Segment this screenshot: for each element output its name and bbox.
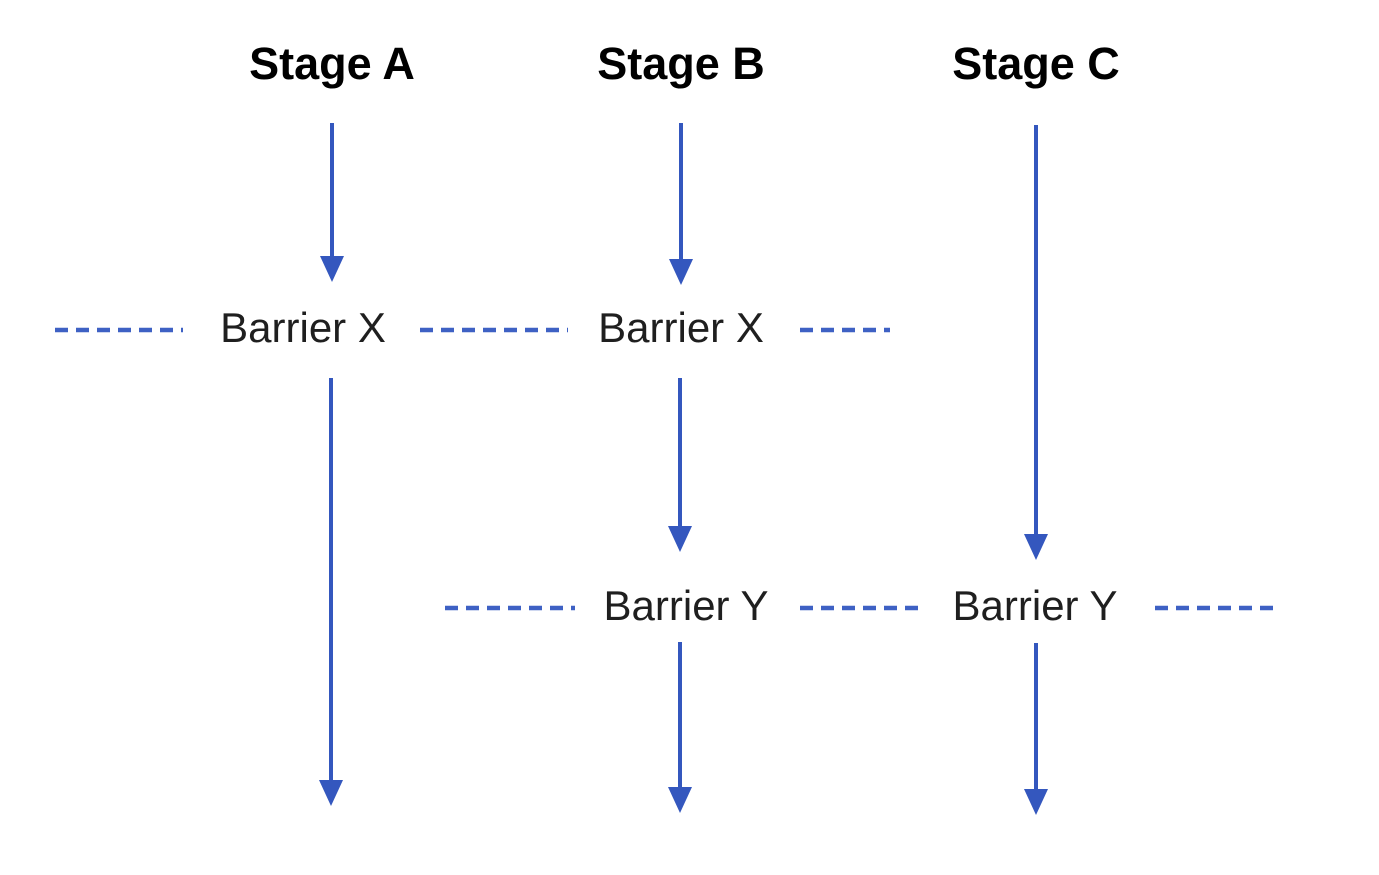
barrier-x-label-stage-b: Barrier X [598, 304, 764, 351]
stage-c-label: Stage C [952, 38, 1120, 89]
stage-b-arrowhead-bottom [668, 787, 692, 813]
barrier-y-label-stage-b: Barrier Y [603, 582, 769, 629]
stage-b-label: Stage B [597, 38, 765, 89]
stage-c-arrowhead-bottom [1024, 789, 1048, 815]
stage-b-arrowhead-top [669, 259, 693, 285]
barrier-y-label-stage-c: Barrier Y [952, 582, 1118, 629]
stage-b-arrowhead-middle [668, 526, 692, 552]
stage-a-label: Stage A [249, 38, 415, 89]
stage-a-arrowhead-bottom [319, 780, 343, 806]
stage-c-arrowhead-top [1024, 534, 1048, 560]
stage-a-arrowhead-top [320, 256, 344, 282]
barrier-x-label-stage-a: Barrier X [220, 304, 386, 351]
